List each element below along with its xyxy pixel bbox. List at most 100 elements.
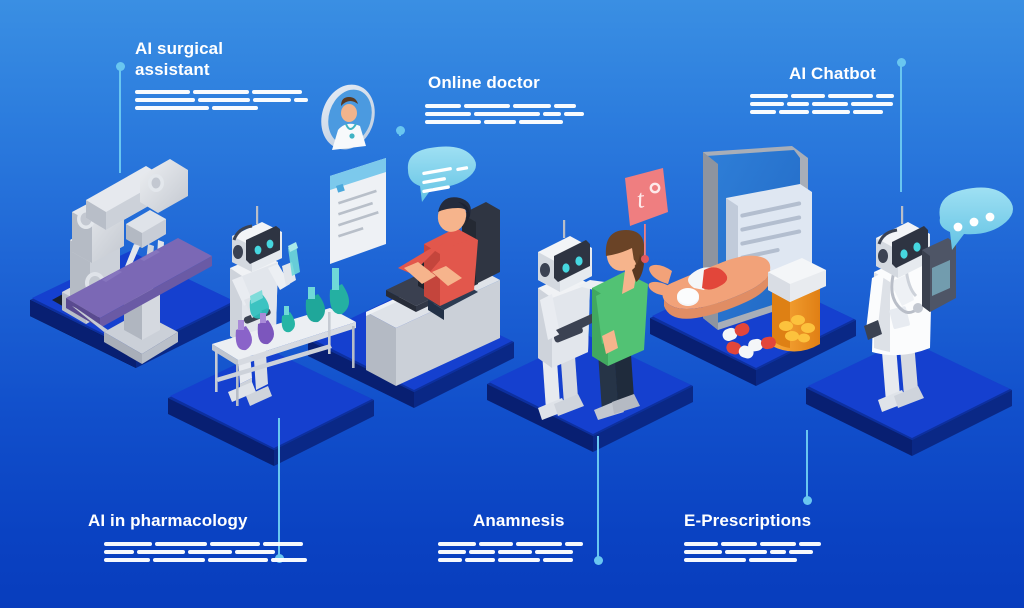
placeholder-bar (498, 558, 540, 562)
operating-table (66, 238, 212, 364)
placeholder-bar (684, 542, 718, 546)
placeholder-bar (104, 550, 134, 554)
placeholder-row (425, 120, 587, 128)
placeholder-row (750, 110, 897, 118)
placeholder-bar (853, 110, 883, 114)
placeholder-bar (469, 550, 495, 554)
placeholder-text-online-doctor (425, 104, 587, 128)
placeholder-bar (438, 558, 462, 562)
placeholder-bar (425, 120, 481, 124)
placeholder-bar (812, 110, 850, 114)
placeholder-bar (193, 90, 249, 94)
placeholder-row (425, 112, 587, 120)
patient-woman (592, 230, 648, 420)
placeholder-bar (851, 102, 893, 106)
placeholder-text-e-prescriptions (684, 542, 824, 566)
connector-dot-ai-chatbot (896, 58, 906, 67)
placeholder-bar (425, 112, 471, 116)
placeholder-bar (787, 102, 809, 106)
placeholder-bar (464, 104, 510, 108)
placeholder-bar (760, 542, 796, 546)
placeholder-bar (799, 542, 821, 546)
platform-pharmacology (168, 349, 374, 466)
platform-anamnesis (487, 335, 693, 452)
lab-table (212, 308, 356, 406)
connector-line-ai-surgical-assistant (119, 66, 121, 173)
placeholder-bar (438, 550, 466, 554)
label-online-doctor: Online doctor (428, 73, 540, 92)
connector-dot-e-prescriptions (802, 496, 812, 505)
placeholder-bar (465, 558, 495, 562)
placeholder-bar (876, 94, 894, 98)
placeholder-bar (565, 542, 583, 546)
connector-dot-ai-surgical-assistant (115, 62, 125, 71)
seated-patient (398, 197, 500, 320)
doctor-avatar (321, 84, 375, 150)
placeholder-bar (198, 98, 250, 102)
placeholder-row (135, 98, 311, 106)
placeholder-row (104, 550, 310, 558)
label-e-prescriptions: E-Prescriptions (684, 511, 812, 530)
placeholder-row (104, 542, 310, 550)
placeholder-bar (554, 104, 576, 108)
lab-flasks (235, 268, 349, 351)
doctor-robot (864, 206, 956, 412)
placeholder-bar (828, 94, 873, 98)
label-anamnesis: Anamnesis (473, 511, 565, 530)
placeholder-row (438, 550, 586, 558)
placeholder-bar (479, 542, 513, 546)
placeholder-row (684, 542, 824, 550)
placeholder-bar (294, 98, 308, 102)
connector-dot-anamnesis (593, 556, 603, 565)
placeholder-bar (684, 558, 746, 562)
placeholder-text-ai-in-pharmacology (104, 542, 310, 566)
connector-line-ai-chatbot (900, 62, 902, 192)
placeholder-text-ai-chatbot (750, 94, 897, 118)
ui-window-panel (330, 158, 386, 264)
placeholder-bar (153, 558, 205, 562)
placeholder-bar (155, 542, 207, 546)
placeholder-bar (789, 550, 813, 554)
placeholder-bar (684, 550, 722, 554)
placeholder-bar (749, 558, 797, 562)
placeholder-bar (725, 550, 767, 554)
placeholder-bar (721, 542, 757, 546)
placeholder-bar (791, 94, 825, 98)
placeholder-bar (519, 120, 563, 124)
placeholder-bar (271, 558, 307, 562)
placeholder-row (750, 102, 897, 110)
hand-with-pills (648, 255, 772, 319)
placeholder-bar (135, 98, 195, 102)
loose-capsules (722, 323, 776, 359)
placeholder-bar (564, 112, 584, 116)
chat-bubble-doctor (407, 146, 476, 202)
placeholder-bar (253, 98, 291, 102)
placeholder-bar (188, 550, 232, 554)
placeholder-bar (263, 542, 303, 546)
label-ai-surgical-assistant: AI surgical assistant (135, 39, 224, 79)
placeholder-bar (208, 558, 268, 562)
placeholder-bar (135, 106, 209, 110)
placeholder-row (104, 558, 310, 566)
placeholder-bar (137, 550, 185, 554)
placeholder-row (425, 104, 587, 112)
placeholder-row (135, 106, 311, 114)
placeholder-bar (484, 120, 516, 124)
placeholder-bar (135, 90, 190, 94)
connector-line-ai-in-pharmacology (278, 418, 280, 558)
label-ai-in-pharmacology: AI in pharmacology (88, 511, 248, 530)
placeholder-row (750, 94, 897, 102)
svg-text:t: t (635, 184, 647, 214)
capsule-in-palm (688, 267, 728, 290)
placeholder-bar (750, 110, 776, 114)
chat-bubble-dots (939, 187, 1013, 250)
connector-dot-online-doctor (395, 126, 405, 135)
placeholder-row (684, 550, 824, 558)
placeholder-bar (104, 558, 150, 562)
placeholder-row (684, 558, 824, 566)
placeholder-text-ai-surgical-assistant (135, 90, 311, 114)
placeholder-bar (252, 90, 302, 94)
placeholder-bar (212, 106, 258, 110)
